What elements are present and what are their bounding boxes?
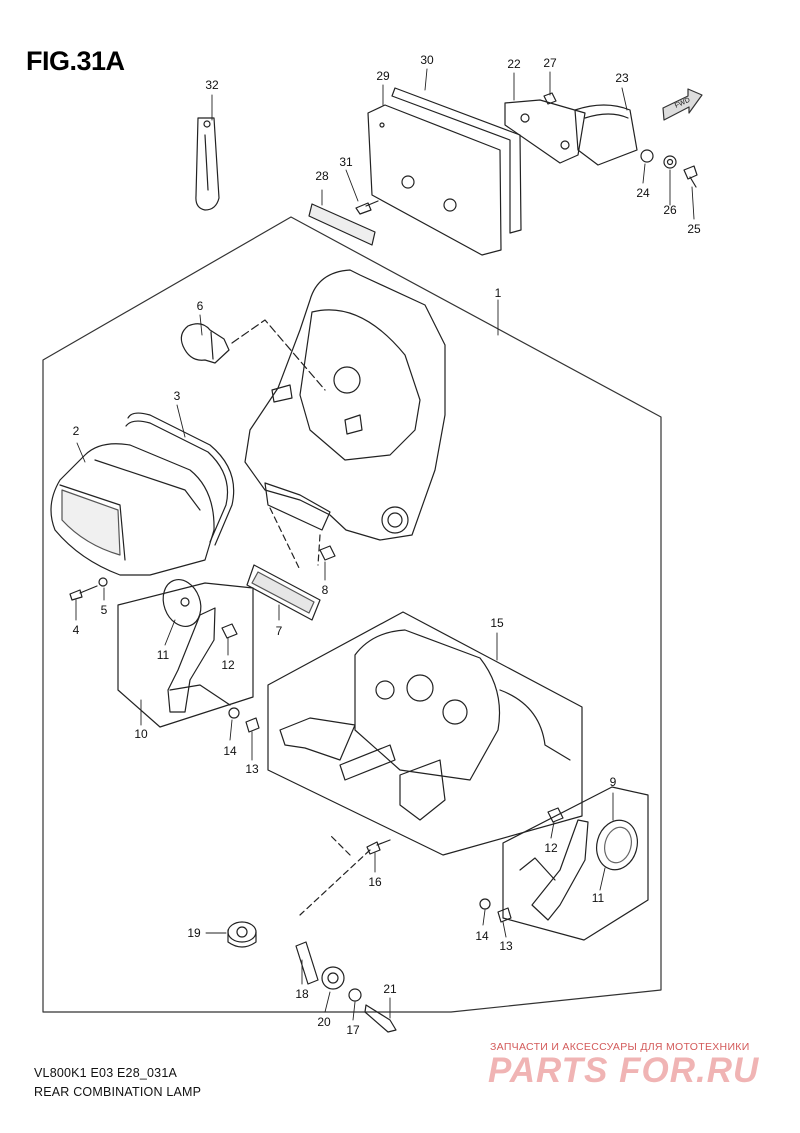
callout-10: 10: [134, 727, 148, 741]
callout-14-left: 14: [223, 744, 237, 758]
watermark-subtitle: ЗАПЧАСТИ И АКСЕССУАРЫ ДЛЯ МОТОТЕХНИКИ: [490, 1041, 750, 1053]
part-12-nut-left: [221, 623, 238, 639]
callout-22: 22: [507, 57, 521, 71]
assembly-outline: [42, 216, 662, 1013]
part-5-washer: [98, 577, 108, 587]
part-8-nut: [319, 545, 336, 561]
callout-19: 19: [187, 926, 201, 940]
part-9-bracket-right: [519, 819, 589, 921]
callout-16: 16: [368, 875, 382, 889]
leader-16: [299, 834, 371, 916]
callout-25: 25: [687, 222, 701, 236]
callout-18: 18: [295, 987, 309, 1001]
callout-1: 1: [495, 286, 502, 300]
callout-5: 5: [101, 603, 108, 617]
callout-15: 15: [490, 616, 504, 630]
callout-24: 24: [636, 186, 650, 200]
watermark-logo: PARTS FOR.RU: [488, 1051, 760, 1090]
callout-3: 3: [174, 389, 181, 403]
part-31-screw: [355, 200, 379, 215]
callout-11-left: 11: [157, 648, 170, 662]
part-11-turn-lamp-left: [162, 579, 202, 627]
part-30-seal: [391, 87, 522, 234]
part-1-housing: [244, 269, 446, 541]
callout-leaders: [75, 68, 695, 1021]
callout-4: 4: [73, 623, 80, 637]
callout-26: 26: [663, 203, 677, 217]
part-20-grommet: [321, 966, 345, 990]
diagram-caption: REAR COMBINATION LAMP: [34, 1085, 202, 1099]
callout-7: 7: [276, 624, 283, 638]
callout-29: 29: [376, 69, 390, 83]
part-29-plate-bracket: [367, 104, 502, 256]
part-22-lamp-base: [504, 99, 586, 164]
callout-11-right: 11: [592, 891, 605, 905]
part-11-turn-lamp-right: [596, 819, 638, 871]
part-23-lens: [574, 104, 638, 166]
callout-32: 32: [205, 78, 219, 92]
model-code: VL800K1 E03 E28_031A: [34, 1066, 178, 1080]
part-10-bracket-left: [167, 607, 231, 713]
part-2-lens: [50, 443, 215, 576]
callout-20: 20: [317, 1015, 331, 1029]
part-19-grommet: [227, 921, 257, 948]
callout-31: 31: [339, 155, 353, 169]
part-13-bolt-right: [497, 907, 512, 923]
part-32-strap: [195, 117, 220, 211]
leader-reflector: [269, 507, 321, 571]
part-6-bulb: [180, 323, 230, 364]
callout-28: 28: [315, 169, 329, 183]
callout-2: 2: [73, 424, 80, 438]
callout-30: 30: [420, 53, 434, 67]
parts-24-27-hardware: [543, 92, 698, 188]
part-4-screw: [69, 585, 98, 601]
callout-13-left: 13: [245, 762, 259, 776]
part-12-nut-right: [547, 807, 564, 823]
subgroup-outline-10: [117, 582, 254, 728]
part-14-washer-left: [228, 707, 240, 719]
part-17-washer: [348, 988, 362, 1002]
part-16-screw: [366, 839, 391, 855]
part-3-gasket: [127, 412, 235, 546]
callout-12-right: 12: [544, 841, 558, 855]
fwd-arrow-icon: [662, 88, 703, 121]
part-21-bolt: [364, 1004, 397, 1033]
part-15-base-plate: [279, 629, 571, 821]
callout-17: 17: [346, 1023, 360, 1037]
callout-14-right: 14: [475, 929, 489, 943]
figure-label: FIG.31A: [26, 46, 125, 76]
callout-27: 27: [543, 56, 557, 70]
part-14-washer-right: [479, 898, 491, 910]
part-28-plate: [308, 203, 376, 246]
callout-13-right: 13: [499, 939, 513, 953]
part-3-gasket-inner: [125, 420, 229, 543]
callout-6: 6: [197, 299, 204, 313]
callout-12-left: 12: [221, 658, 235, 672]
callout-21: 21: [383, 982, 397, 996]
part-13-bolt-left: [245, 717, 260, 733]
leader-bulb: [231, 319, 326, 391]
callout-9: 9: [610, 775, 617, 789]
part-7-reflector: [246, 564, 321, 621]
part-18-spacer: [295, 941, 319, 985]
subgroup-outline-15: [267, 611, 583, 856]
callout-23: 23: [615, 71, 629, 85]
callout-8: 8: [322, 583, 329, 597]
subgroup-outline-9: [502, 786, 649, 941]
